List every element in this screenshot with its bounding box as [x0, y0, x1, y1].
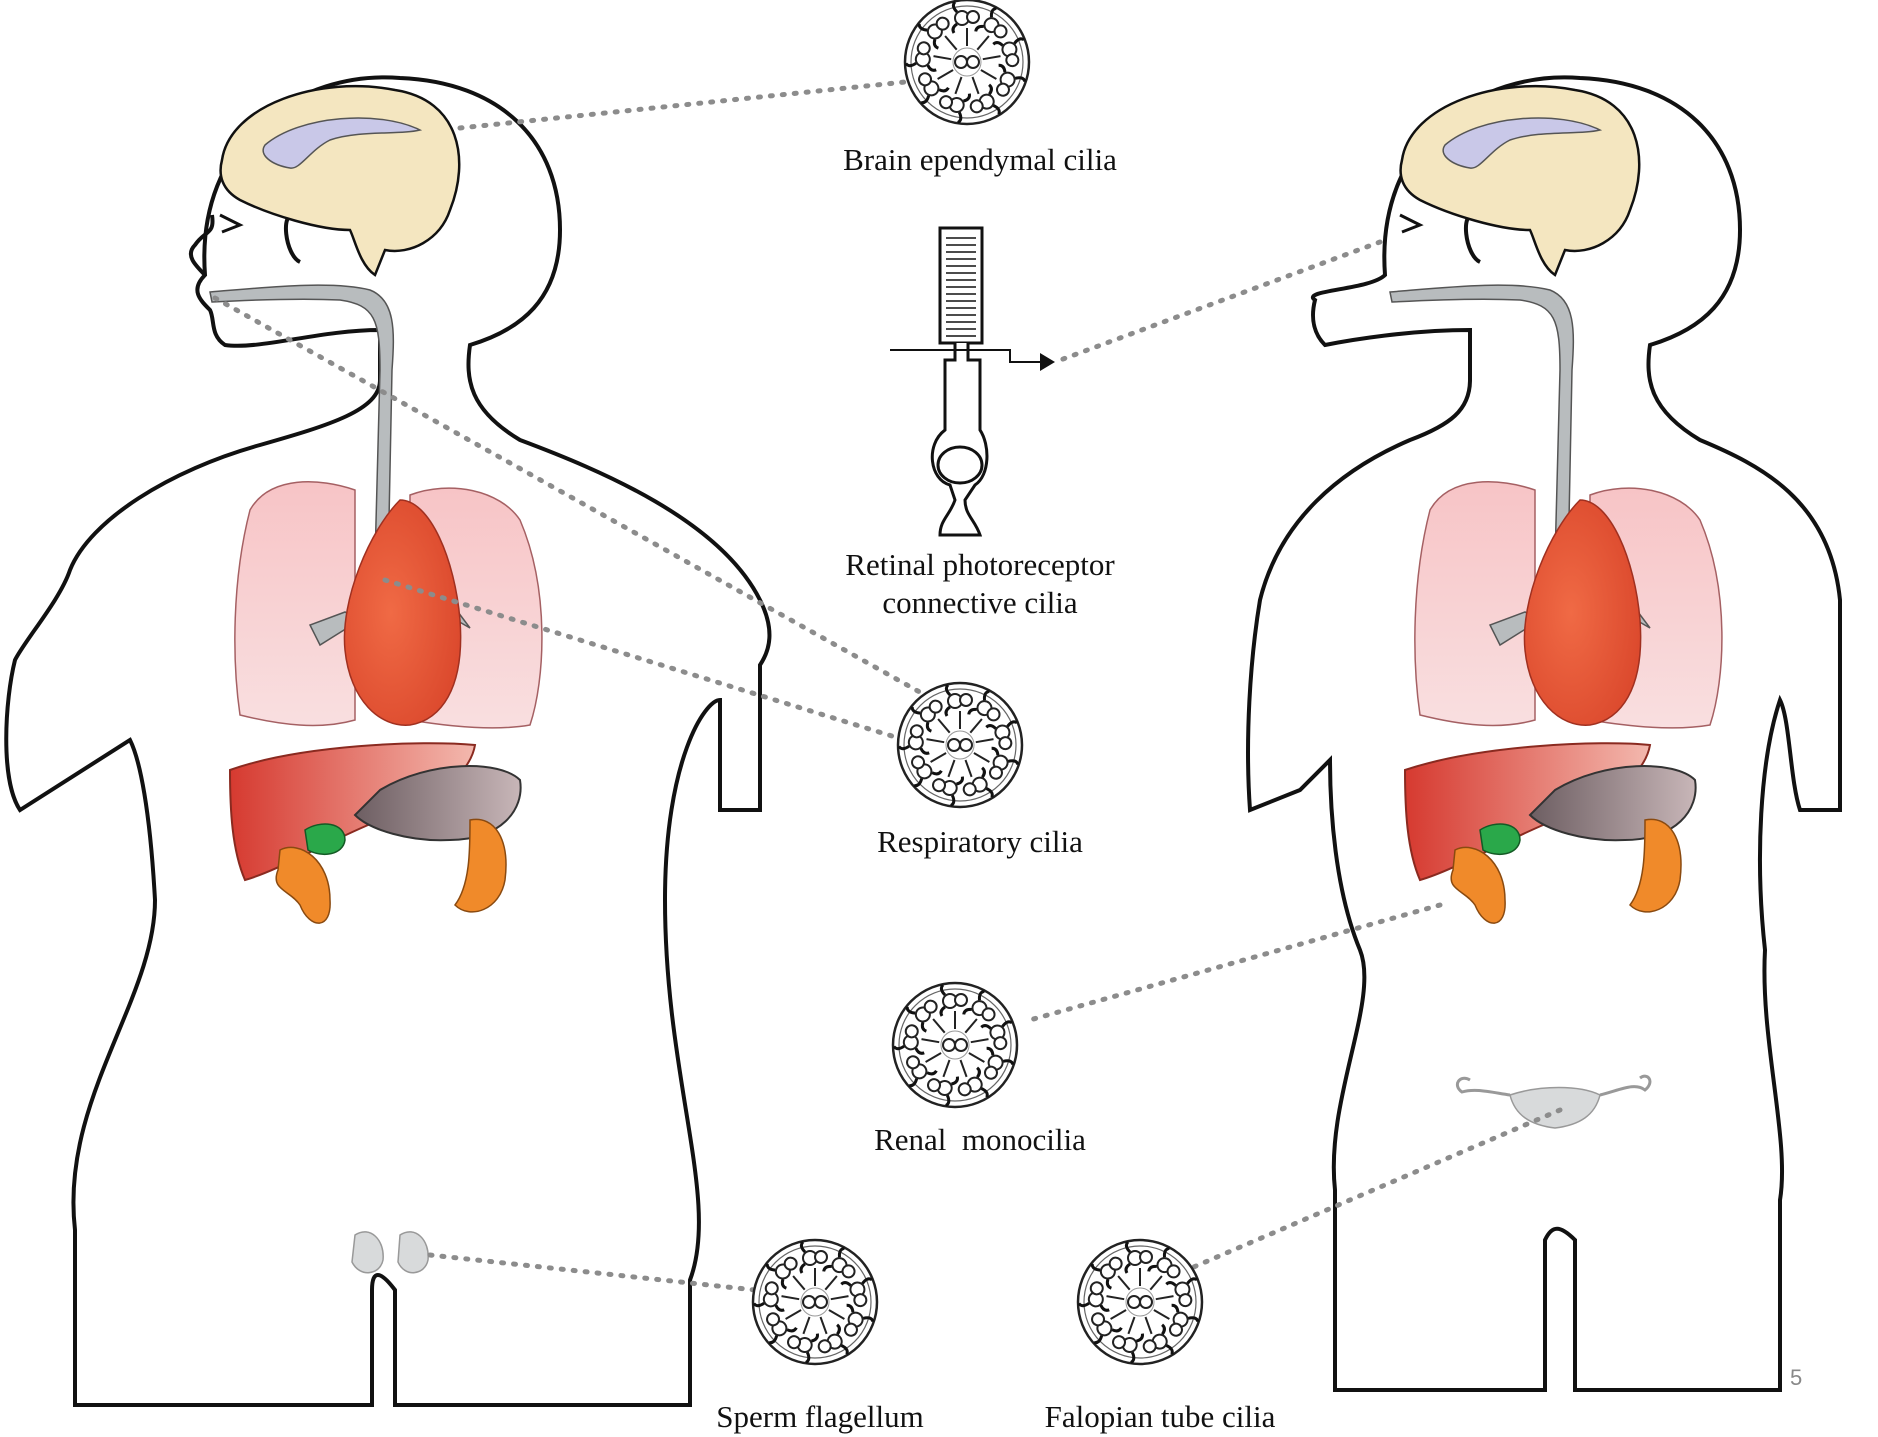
male-left-lung [235, 482, 355, 726]
female-outline [1248, 77, 1840, 1390]
male-outline [6, 77, 769, 1405]
label-renal-monocilia: Renal monocilia [780, 1120, 1180, 1160]
axoneme-renal [893, 983, 1017, 1107]
photoreceptor-cell [890, 228, 1055, 535]
female-left-lung [1415, 482, 1535, 726]
label-retinal-line1: Retinal photoreceptor [780, 545, 1180, 585]
label-respiratory-cilia: Respiratory cilia [780, 822, 1180, 862]
label-sperm-flagellum: Sperm flagellum [640, 1397, 1000, 1437]
axoneme-sperm [753, 1240, 877, 1364]
male-body [6, 77, 769, 1405]
connector-brain [460, 82, 905, 128]
label-fallopian-tube-cilia: Falopian tube cilia [980, 1397, 1340, 1437]
male-gallbladder [305, 824, 345, 854]
label-retinal-line2: connective cilia [780, 583, 1180, 623]
axoneme-respiratory [898, 683, 1022, 807]
axoneme-brain [905, 0, 1029, 124]
female-body [1248, 77, 1840, 1390]
axoneme-fallopian [1078, 1240, 1202, 1364]
page-number: 5 [1790, 1365, 1802, 1391]
female-gallbladder [1480, 824, 1520, 854]
label-brain-ependymal-cilia: Brain ependymal cilia [780, 140, 1180, 180]
